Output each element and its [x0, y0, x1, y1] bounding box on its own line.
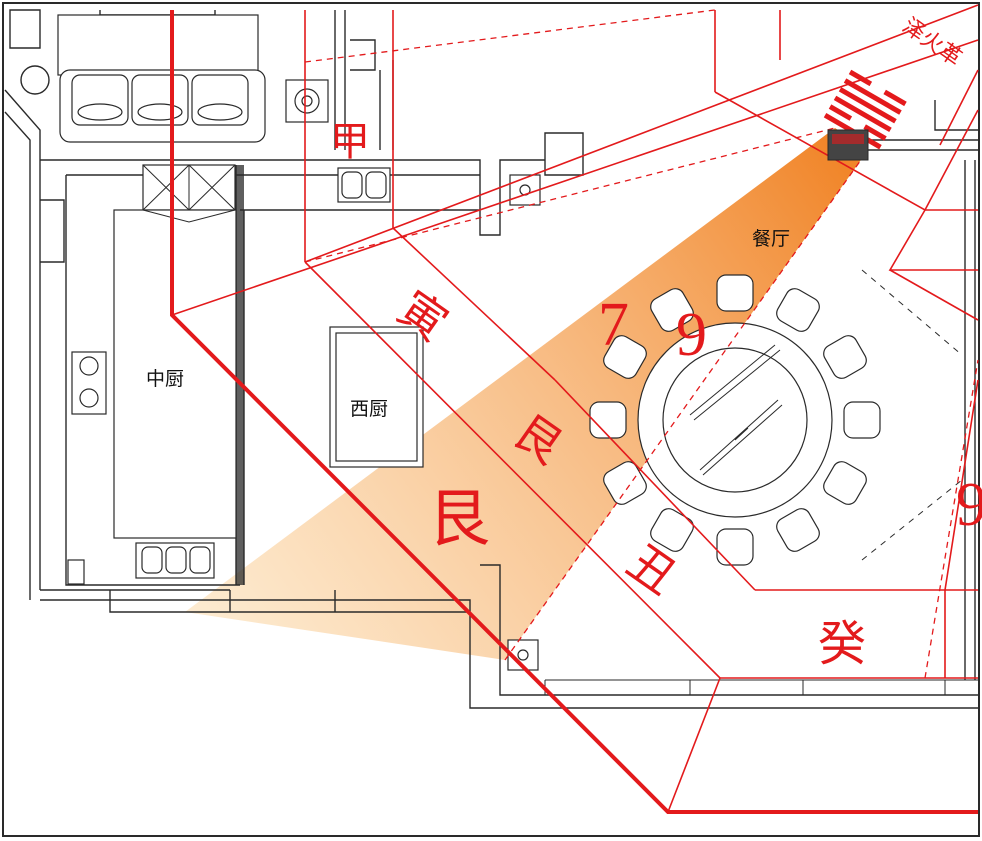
compass-grid [170, 4, 979, 814]
mountain-star-number: 7 [598, 291, 629, 359]
room-label-dining: 餐厅 [752, 228, 790, 250]
mountain-jia-label: 甲 [330, 119, 370, 165]
edge-star-number: 9 [956, 471, 982, 539]
sofa [57, 14, 266, 143]
facing-sector [185, 128, 868, 660]
cooktop [71, 351, 107, 415]
dining-chairs [589, 274, 881, 566]
dining-divider [861, 269, 963, 561]
kitchen-cabinets [113, 164, 244, 585]
facing-star-number: 9 [676, 301, 707, 369]
room-label-western-kitchen: 西厨 [350, 398, 388, 420]
mountain-gui-label: 癸 [818, 616, 866, 672]
floor-lamp [285, 79, 329, 123]
kitchen-sink [67, 542, 215, 585]
dining-table [637, 322, 833, 518]
island [329, 326, 424, 468]
mountain-gen-large-label: 艮 [428, 482, 490, 555]
compass-marker [827, 129, 869, 161]
bar-sink [337, 167, 391, 203]
room-label-main-kitchen: 中厨 [146, 368, 184, 390]
